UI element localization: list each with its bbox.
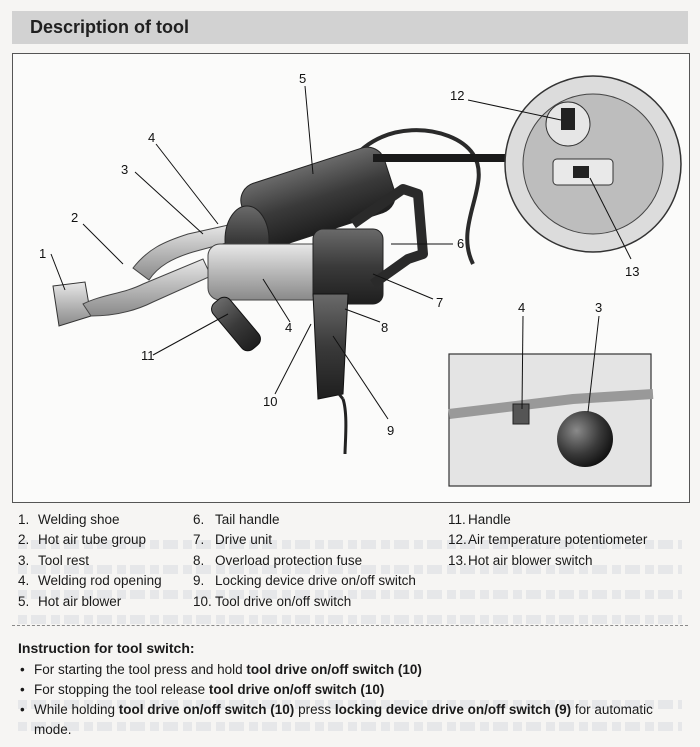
instructions-list: For starting the tool press and hold too… bbox=[18, 660, 678, 740]
legend-item: 8.Overload protection fuse bbox=[193, 551, 416, 571]
legend-item: 5.Hot air blower bbox=[18, 592, 162, 612]
legend-column-3: 11.Handle 12.Air temperature potentiomet… bbox=[448, 510, 647, 571]
instruction-item: For starting the tool press and hold too… bbox=[18, 660, 678, 680]
legend-column-2: 6.Tail handle 7.Drive unit 8.Overload pr… bbox=[193, 510, 416, 612]
tool-figure: 1 2 3 4 5 6 7 8 9 10 11 4 12 13 4 3 bbox=[12, 53, 690, 503]
callout-1: 1 bbox=[39, 246, 46, 261]
legend-item: 2.Hot air tube group bbox=[18, 530, 162, 550]
callout-3: 3 bbox=[121, 162, 128, 177]
callout-4: 4 bbox=[148, 130, 155, 145]
instruction-item: For stopping the tool release tool drive… bbox=[18, 680, 678, 700]
legend-item: 10.Tool drive on/off switch bbox=[193, 592, 416, 612]
detail-inset bbox=[449, 354, 651, 486]
switch-instructions: Instruction for tool switch: For startin… bbox=[18, 640, 678, 740]
legend-item: 1.Welding shoe bbox=[18, 510, 162, 530]
callout-13: 13 bbox=[625, 264, 639, 279]
parts-legend: 1.Welding shoe 2.Hot air tube group 3.To… bbox=[18, 510, 688, 610]
instructions-title: Instruction for tool switch: bbox=[18, 640, 678, 656]
pistol-grip bbox=[313, 294, 348, 399]
callout-10: 10 bbox=[263, 394, 277, 409]
drive-unit bbox=[313, 229, 383, 304]
page-title: Description of tool bbox=[30, 17, 189, 38]
callout-2: 2 bbox=[71, 210, 78, 225]
tool-illustration: 1 2 3 4 5 6 7 8 9 10 11 4 12 13 4 3 bbox=[13, 54, 689, 502]
callout-9: 9 bbox=[387, 423, 394, 438]
legend-item: 12.Air temperature potentiometer bbox=[448, 530, 647, 550]
callout-8: 8 bbox=[381, 320, 388, 335]
callout-6: 6 bbox=[457, 236, 464, 251]
callout-7: 7 bbox=[436, 295, 443, 310]
callout-11: 11 bbox=[141, 348, 155, 363]
callout-12: 12 bbox=[450, 88, 464, 103]
legend-item: 9.Locking device drive on/off switch bbox=[193, 571, 416, 591]
callout-4-inset: 4 bbox=[518, 300, 525, 315]
legend-item: 4.Welding rod opening bbox=[18, 571, 162, 591]
legend-item: 11.Handle bbox=[448, 510, 647, 530]
front-handle bbox=[208, 294, 263, 354]
callout-4-lower: 4 bbox=[285, 320, 292, 335]
callout-5: 5 bbox=[299, 71, 306, 86]
legend-column-1: 1.Welding shoe 2.Hot air tube group 3.To… bbox=[18, 510, 162, 612]
legend-item: 3.Tool rest bbox=[18, 551, 162, 571]
legend-item: 13.Hot air blower switch bbox=[448, 551, 647, 571]
legend-item: 6.Tail handle bbox=[193, 510, 416, 530]
tool-rest-ball bbox=[557, 411, 613, 467]
callout-3-inset: 3 bbox=[595, 300, 602, 315]
legend-item: 7.Drive unit bbox=[193, 530, 416, 550]
section-divider bbox=[12, 625, 688, 626]
instruction-item: While holding tool drive on/off switch (… bbox=[18, 700, 678, 740]
